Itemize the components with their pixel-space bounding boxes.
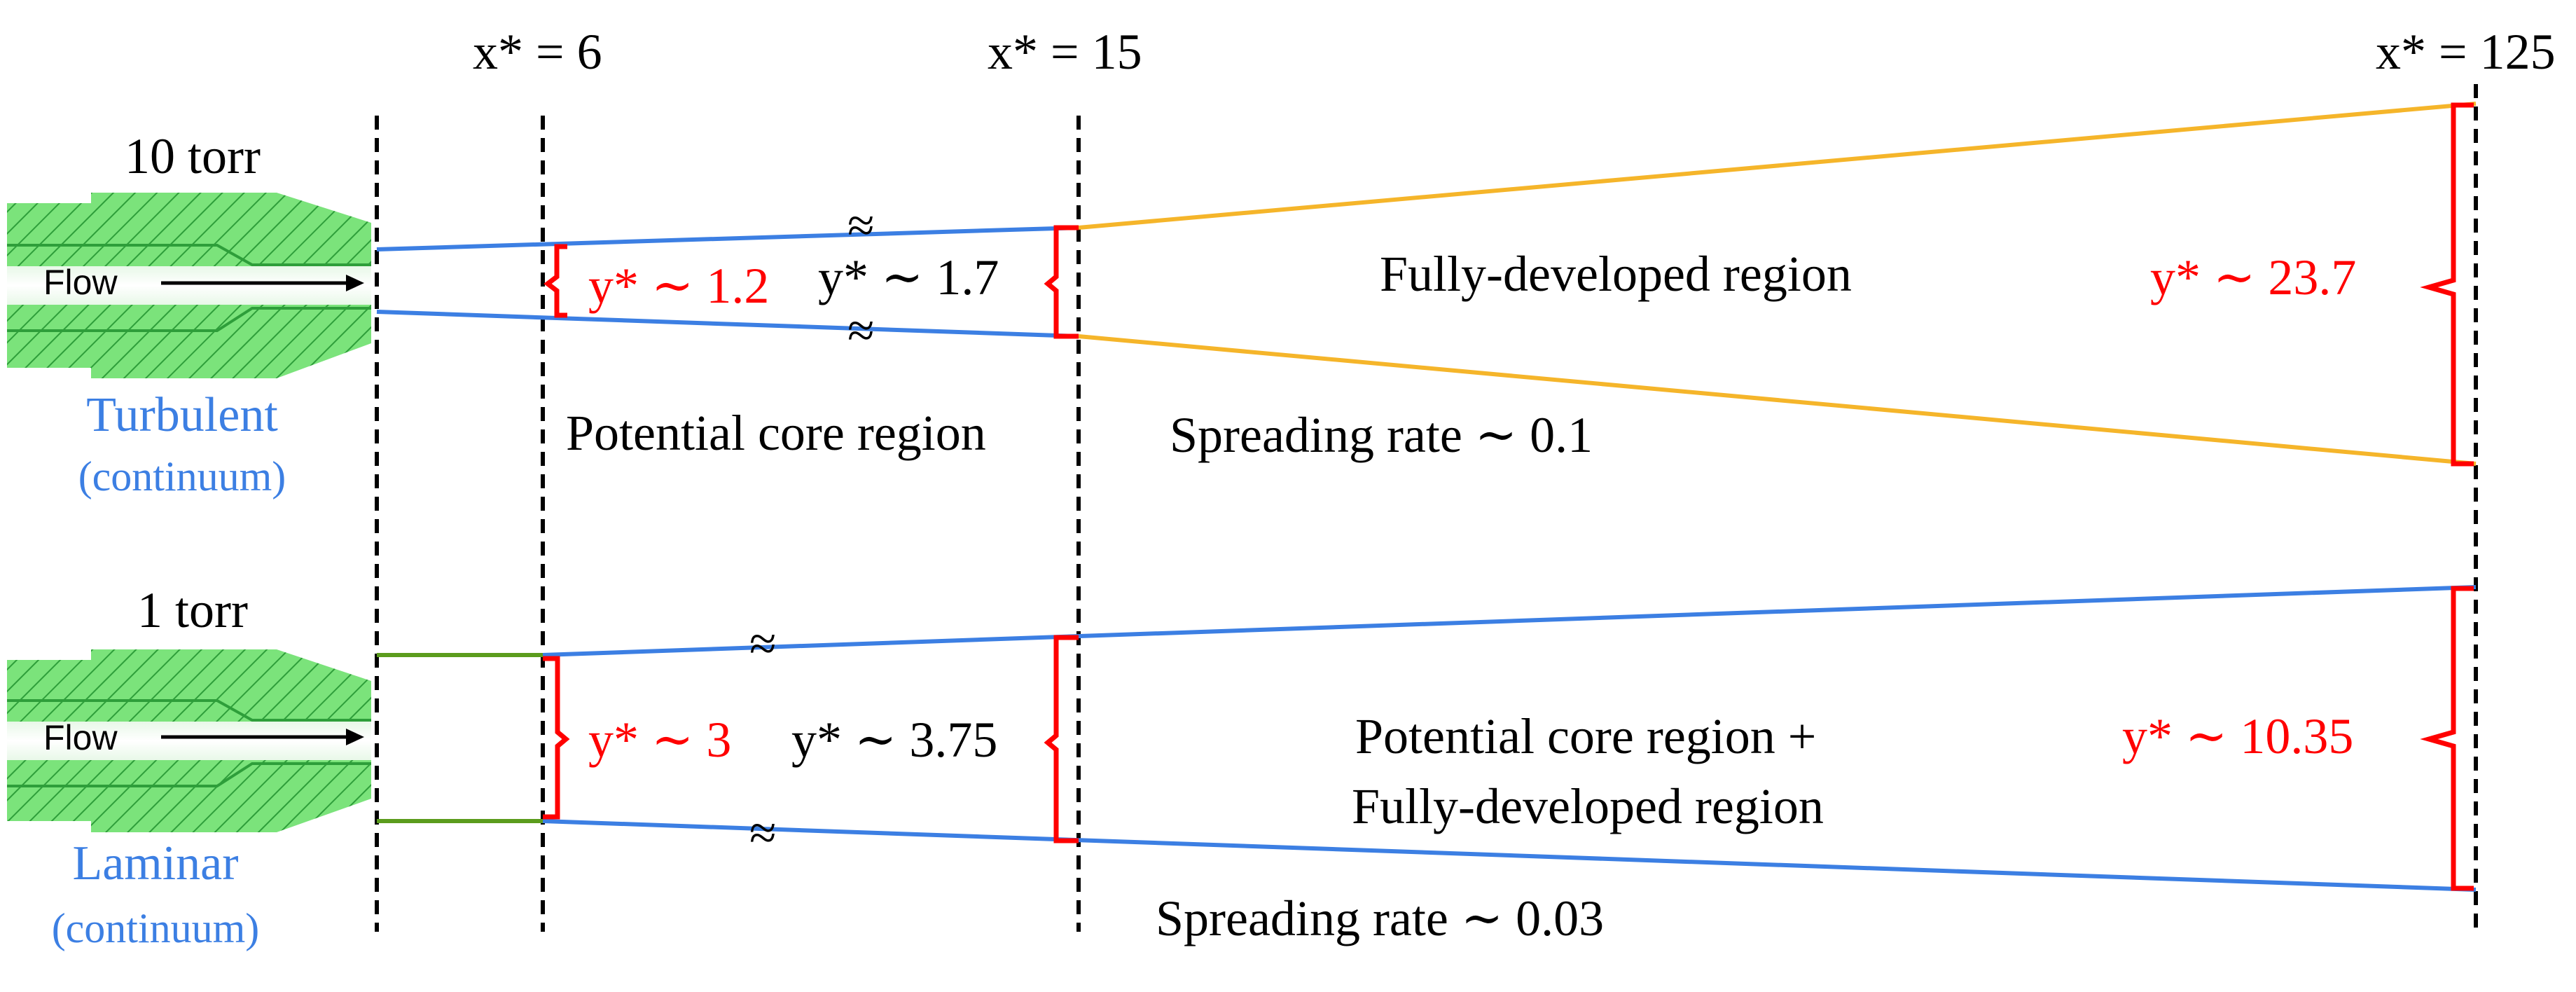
station-label-x125: x* = 125 <box>2376 24 2556 80</box>
regime-note-bottom: (continuum) <box>52 905 260 951</box>
jet-boundary-top-upper-core <box>376 226 1079 252</box>
flow-label-bottom: Flow <box>43 718 118 757</box>
region-label-top-developed: Fully-developed region <box>1380 246 1852 302</box>
bracket-bottom-x125 <box>2420 586 2474 891</box>
region-label-top-core: Potential core region <box>566 405 986 461</box>
regime-note-top: (continuum) <box>78 453 286 500</box>
regime-label-bottom: Laminar <box>72 836 238 890</box>
bracket-bottom-x15 <box>1044 635 1079 843</box>
jet-boundary-top-upper-developed <box>1078 102 2477 230</box>
y-value-bottom-x15: y* ∼ 3.75 <box>791 712 997 768</box>
break-symbol-top-lower: ≈ <box>847 304 874 358</box>
y-value-bottom-x125: y* ∼ 10.35 <box>2122 708 2353 764</box>
break-symbol-top-upper: ≈ <box>847 199 874 253</box>
station-label-x15: x* = 15 <box>988 24 1142 80</box>
break-symbol-bottom-lower: ≈ <box>749 806 776 860</box>
flow-label-top: Flow <box>43 263 118 302</box>
jet-boundary-top-lower-core <box>376 310 1079 338</box>
bracket-top-x6 <box>543 244 567 318</box>
region-label-bottom-line1: Potential core region + <box>1355 708 1816 764</box>
spreading-rate-bottom: Spreading rate ∼ 0.03 <box>1156 890 1604 946</box>
y-value-bottom-x6: y* ∼ 3 <box>588 712 731 768</box>
jet-boundary-top-lower-developed <box>1078 334 2477 466</box>
regime-label-top: Turbulent <box>86 388 278 442</box>
pressure-label-bottom: 1 torr <box>137 582 248 638</box>
pressure-label-top: 10 torr <box>125 128 261 184</box>
y-value-top-x125: y* ∼ 23.7 <box>2150 249 2356 305</box>
station-label-x6: x* = 6 <box>473 24 602 80</box>
region-label-bottom-line2: Fully-developed region <box>1352 778 1824 834</box>
bracket-top-x125 <box>2420 102 2474 467</box>
bracket-top-x15 <box>1044 225 1079 339</box>
break-symbol-bottom-upper: ≈ <box>749 617 776 671</box>
spreading-rate-top: Spreading rate ∼ 0.1 <box>1170 407 1593 463</box>
flow-arrow-bottom <box>161 729 364 745</box>
y-value-top-x15: y* ∼ 1.7 <box>818 249 999 305</box>
bracket-bottom-x6 <box>543 656 570 820</box>
y-value-top-x6: y* ∼ 1.2 <box>588 258 769 314</box>
nozzle-bottom <box>7 649 371 832</box>
jet-boundary-bottom-upper <box>542 585 2477 657</box>
nozzle-top <box>7 193 371 378</box>
jet-boundary-bottom-lower <box>542 819 2477 892</box>
flow-arrow-top <box>161 275 364 291</box>
